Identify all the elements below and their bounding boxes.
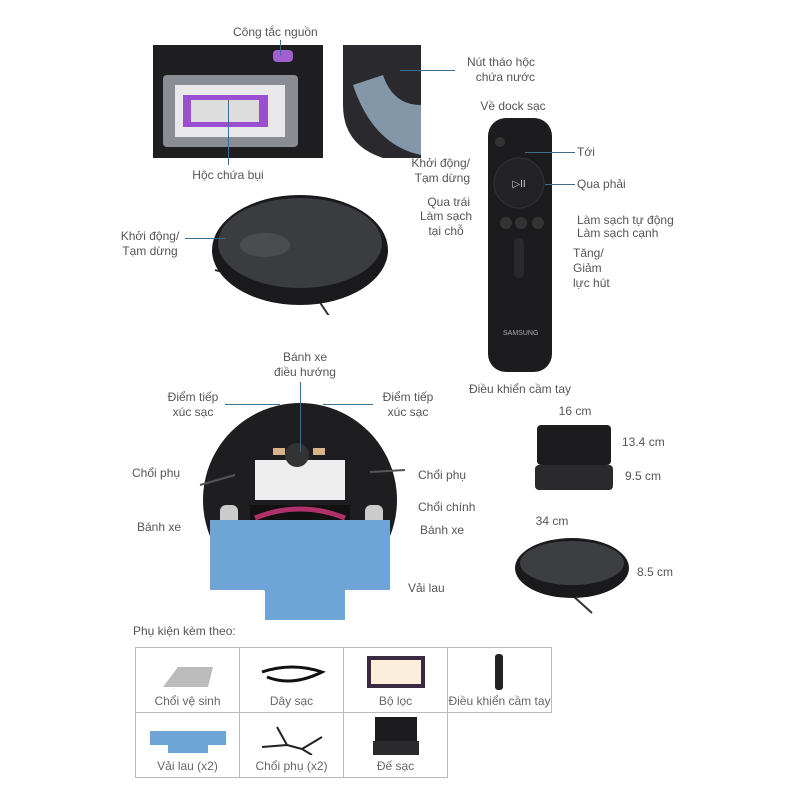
- label-wheel-right: Bánh xe: [420, 523, 465, 537]
- accessory-mop-cloth: Vải lau (x2): [135, 712, 240, 778]
- accessory-charging-dock: Đế sạc: [343, 712, 448, 778]
- label-remote-caption: Điều khiển cầm tay: [468, 382, 572, 396]
- label-side-brush-left: Chổi phụ: [132, 466, 181, 480]
- svg-text:▷II: ▷II: [512, 179, 525, 190]
- remote-brand: SAMSUNG: [503, 330, 539, 337]
- label-edge-clean: Làm sạch cạnh: [577, 226, 659, 240]
- robot-height: 8.5 cm: [637, 565, 674, 579]
- label-power-switch: Công tắc nguồn: [233, 25, 318, 39]
- dust-bin-photo: [153, 45, 323, 158]
- label-side-brush-right: Chổi phụ: [418, 468, 467, 482]
- robot-top-view: [212, 195, 388, 315]
- robot-side-photo: [515, 538, 629, 614]
- dock-base-height: 9.5 cm: [625, 469, 662, 483]
- label-right: Qua phải: [577, 177, 626, 191]
- label-forward: Tới: [577, 145, 595, 159]
- dock-photo: [535, 425, 613, 490]
- accessory-filter: Bộ lọc: [343, 647, 448, 713]
- robot-bottom-view: [199, 403, 406, 620]
- label-dust-bin: Hộc chứa bụi: [192, 168, 264, 182]
- accessory-side-brush: Chổi phụ (x2): [239, 712, 344, 778]
- accessories-table: Chổi vệ sinh Dây sạc Bộ lọc Điều khiển c…: [135, 647, 552, 778]
- label-main-brush: Chổi chính: [418, 500, 476, 514]
- accessories-title: Phụ kiện kèm theo:: [133, 624, 236, 638]
- dock-height: 13.4 cm: [622, 435, 665, 449]
- accessory-cleaning-brush: Chổi vệ sinh: [135, 647, 240, 713]
- robot-width: 34 cm: [535, 514, 569, 528]
- label-left: Qua trái: [427, 195, 470, 209]
- dock-width: 16 cm: [558, 404, 592, 418]
- label-mop: Vải lau: [408, 581, 445, 595]
- label-dock: Về dock sạc: [480, 99, 546, 113]
- accessory-charging-cable: Dây sạc: [239, 647, 344, 713]
- accessory-remote: Điều khiển cầm tay: [447, 647, 552, 713]
- label-start-pause: Khởi động/Tạm dừng: [120, 229, 180, 258]
- label-remote-start-pause: Khởi động/Tạm dừng: [411, 156, 470, 185]
- remote-control-photo: ▷II: [488, 118, 552, 372]
- water-tank-photo: [343, 45, 421, 158]
- label-auto-clean: Làm sạch tự động: [577, 213, 674, 227]
- label-wheel-left: Bánh xe: [137, 520, 182, 534]
